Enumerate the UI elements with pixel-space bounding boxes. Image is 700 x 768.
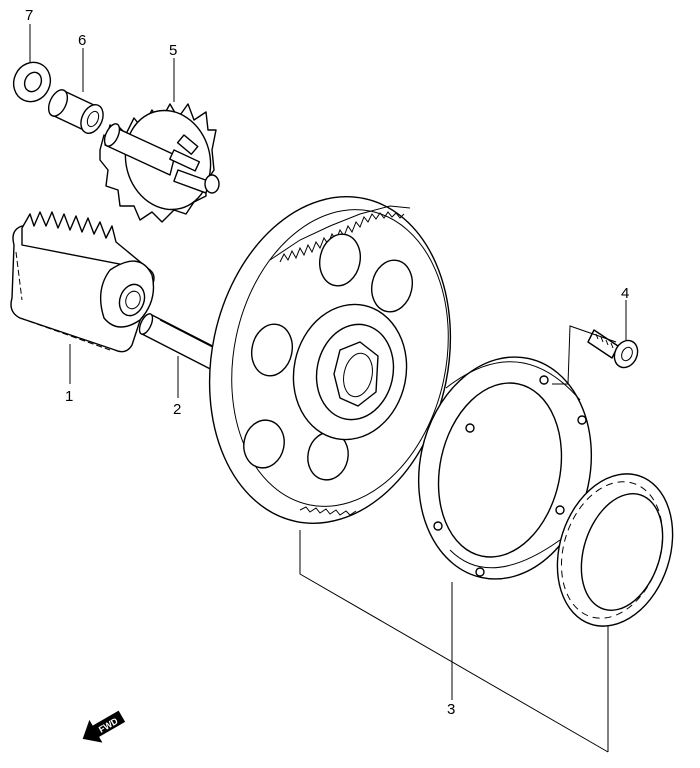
- part-5-idle-gear: [99, 103, 220, 223]
- callout-3: 3: [447, 701, 455, 718]
- part-1-starter-drive-gear: [10, 211, 155, 353]
- fwd-arrow-icon: FWD: [82, 710, 126, 743]
- part-7-washer: [12, 61, 52, 103]
- callout-4: 4: [621, 285, 629, 302]
- callout-2: 2: [173, 401, 181, 418]
- part-4-bolt: [587, 329, 639, 369]
- leader-lines: [29, 24, 627, 753]
- callout-1: 1: [65, 388, 73, 405]
- callout-5: 5: [169, 42, 177, 59]
- part-6-bushing: [47, 89, 104, 134]
- one-way-clutch: [556, 473, 674, 627]
- callout-6: 6: [78, 32, 86, 49]
- starter-driven-gear: [208, 196, 452, 524]
- callout-7: 7: [25, 7, 33, 24]
- part-3-clutch-housing: [417, 356, 593, 580]
